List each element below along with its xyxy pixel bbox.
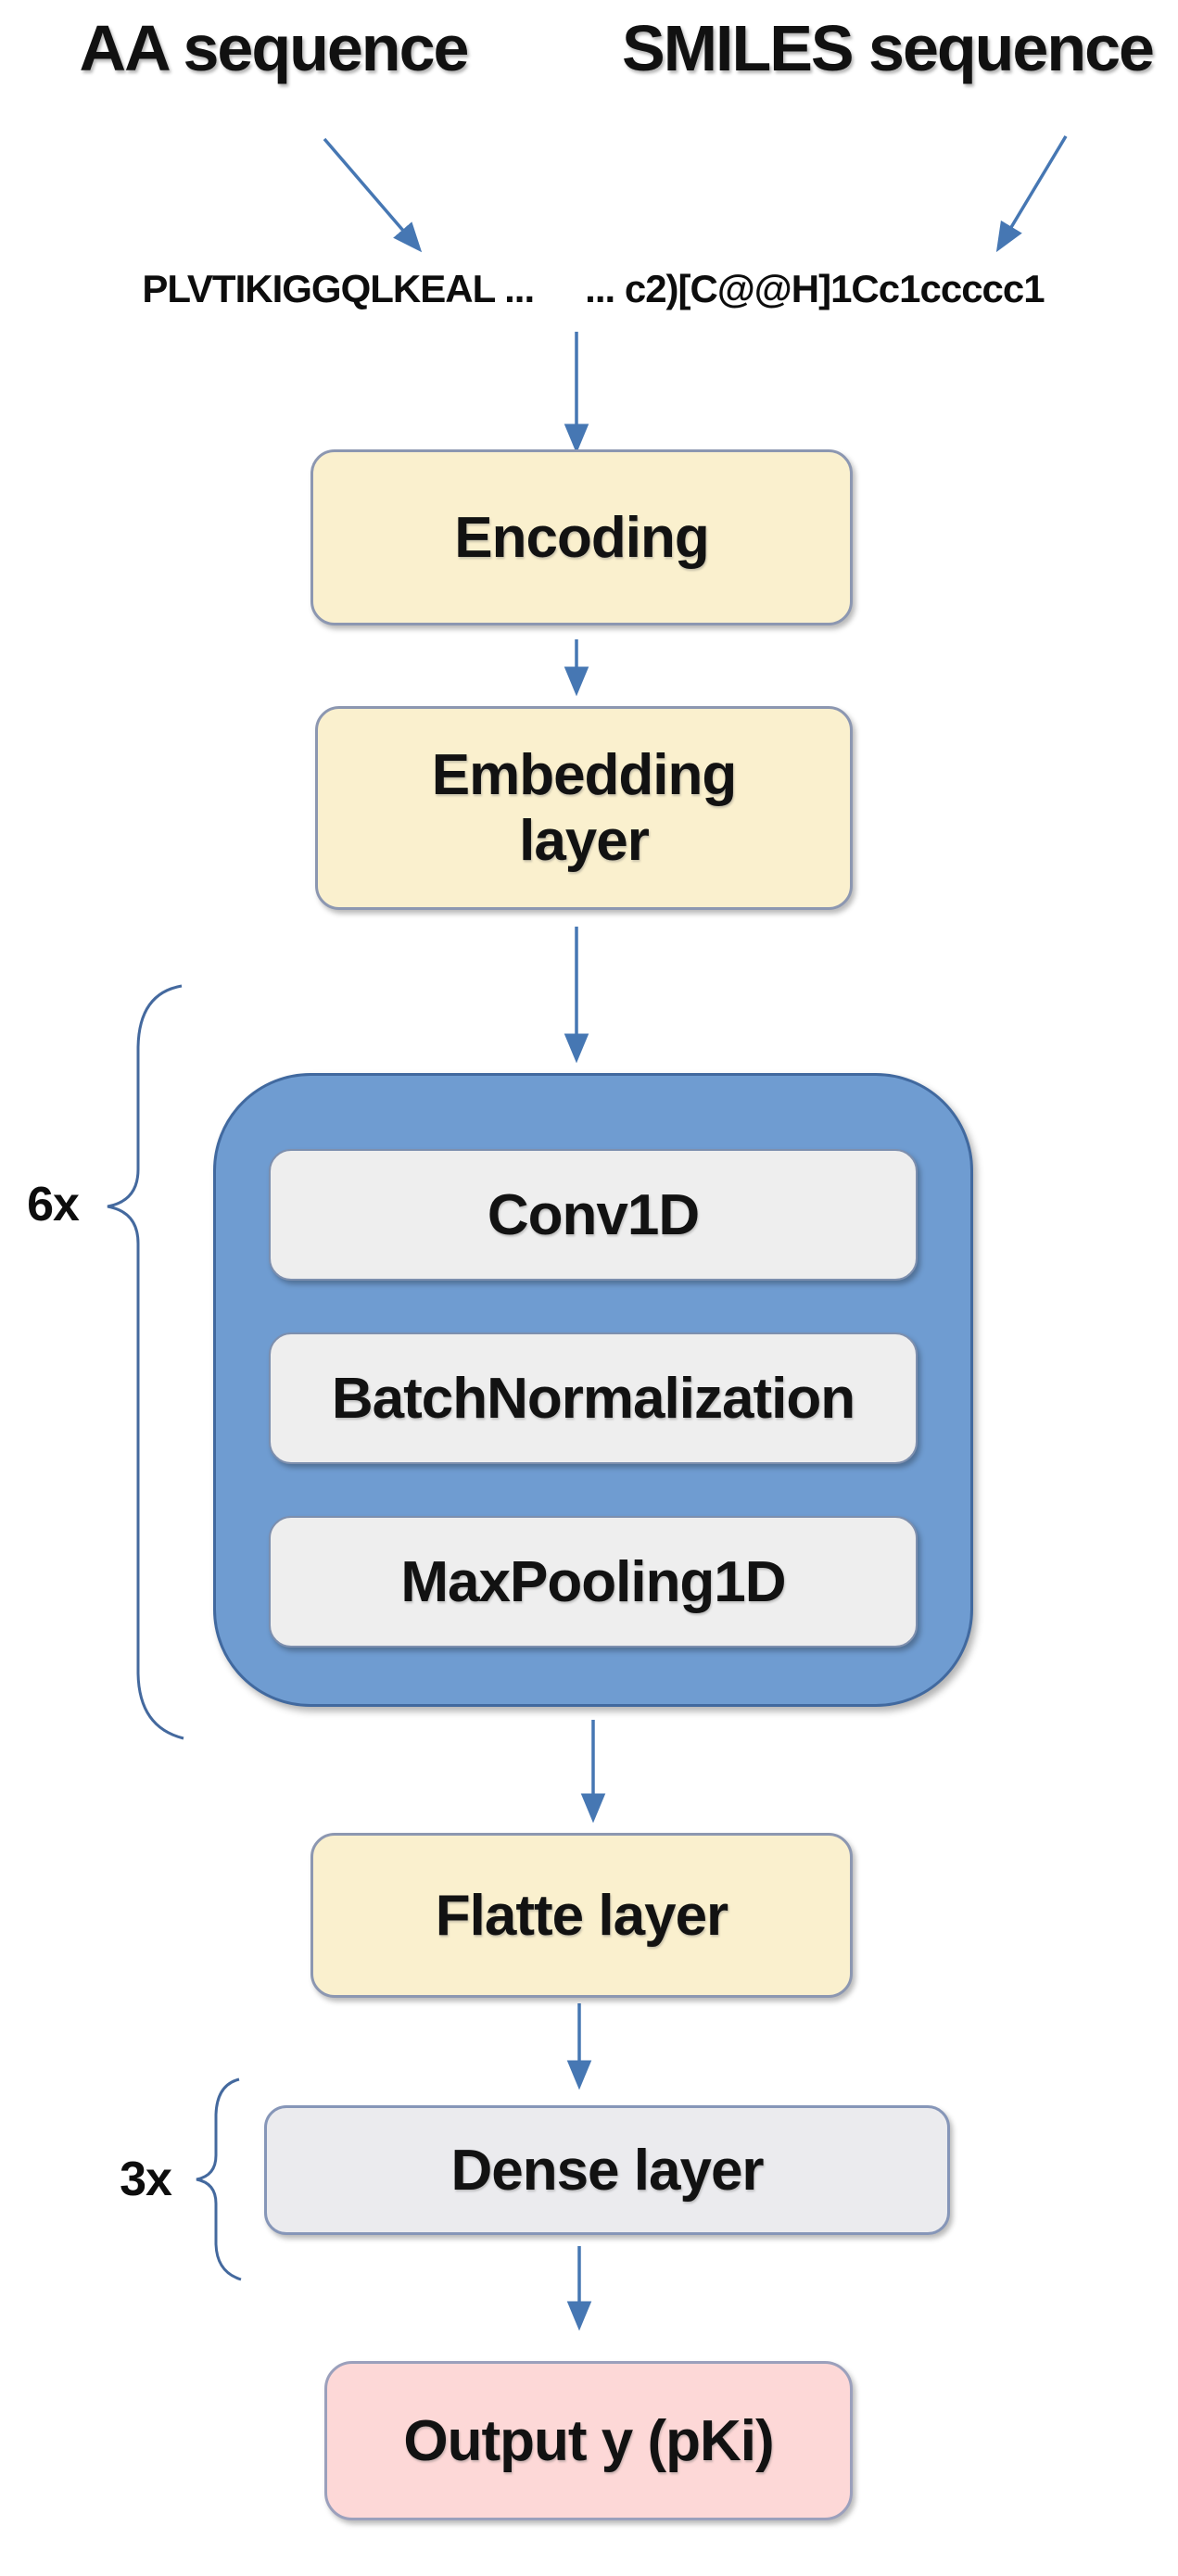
- smiles-example-text: ... c2)[C@@H]1Cc1ccccc1: [585, 267, 1045, 310]
- maxpooling1d-node: MaxPooling1D: [269, 1516, 918, 1648]
- conv1d-node: Conv1D: [269, 1149, 918, 1281]
- repeat-6x-brace-icon: [107, 984, 184, 1740]
- aa-example-text: PLVTIKIGGQLKEAL ...: [142, 267, 535, 310]
- batchnormalization-node: BatchNormalization: [269, 1332, 918, 1464]
- repeat-3x-brace-icon: [196, 2077, 242, 2281]
- smiles-sequence-title: SMILES sequence: [622, 12, 1155, 84]
- dense-layer-node: Dense layer: [264, 2105, 950, 2235]
- flatten-layer-node: Flatte layer: [310, 1833, 853, 1998]
- example-sequence-row: PLVTIKIGGQLKEAL ... ... c2)[C@@H]1Cc1ccc…: [88, 267, 1098, 311]
- diagonal-arrow-aa-icon: [323, 137, 423, 253]
- encoding-node: Encoding: [310, 449, 853, 625]
- aa-sequence-title: AA sequence: [79, 12, 470, 84]
- output-node: Output y (pKi): [324, 2361, 853, 2520]
- repeat-3x-label: 3x: [120, 2153, 172, 2206]
- diagonal-arrow-smiles-icon: [995, 135, 1068, 253]
- embedding-layer-node: Embedding layer: [315, 706, 853, 910]
- repeat-6x-label: 6x: [27, 1178, 80, 1231]
